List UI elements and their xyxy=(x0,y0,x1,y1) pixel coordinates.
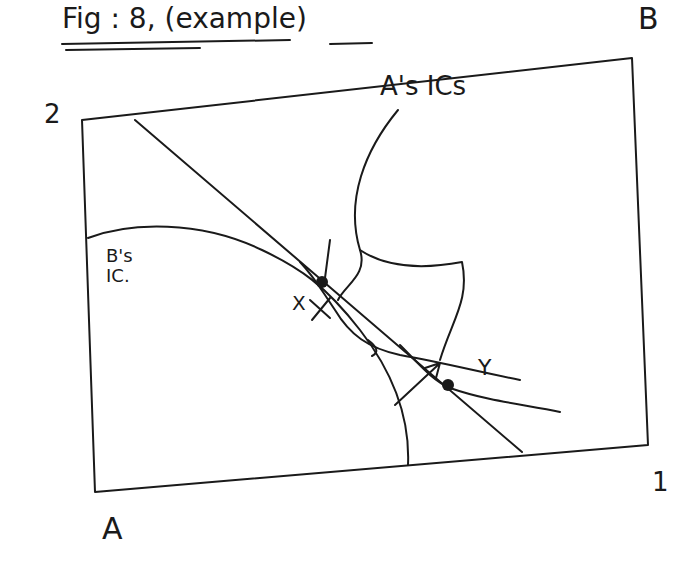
scribble-mark xyxy=(368,340,376,356)
figure-title: Fig : 8, (example) xyxy=(62,4,307,35)
curve-label: B's IC. xyxy=(106,246,154,286)
box-outline xyxy=(82,58,648,492)
curve-label: A's ICs xyxy=(380,72,466,101)
axis-label: 2 xyxy=(44,100,61,129)
a-indifference-curve xyxy=(300,262,520,380)
axis-label: 1 xyxy=(652,468,669,497)
point-y xyxy=(442,379,454,391)
arrow-mark xyxy=(395,363,440,405)
point-label: Y xyxy=(478,356,491,380)
price-line xyxy=(135,120,522,452)
corner-label: B xyxy=(638,2,659,35)
point-label: X xyxy=(292,292,306,314)
tick-mark xyxy=(325,240,330,278)
leader-line xyxy=(360,250,464,360)
point-x xyxy=(316,276,328,288)
title-underline xyxy=(62,40,372,50)
b-indifference-curve xyxy=(88,227,408,465)
x-mark xyxy=(310,298,330,320)
leader-line xyxy=(338,110,398,300)
corner-label: A xyxy=(102,512,123,545)
